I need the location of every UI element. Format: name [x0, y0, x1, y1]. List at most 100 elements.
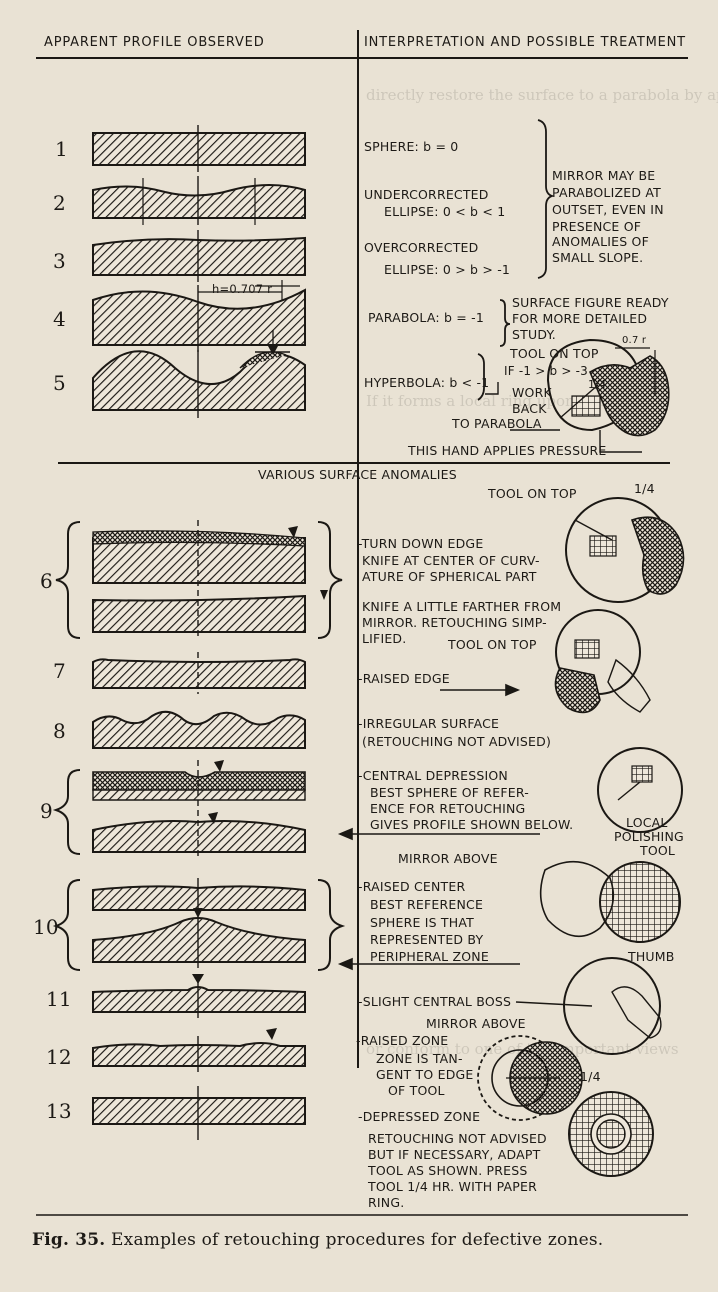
tool-on-top-label: TOOL ON TOP — [510, 346, 599, 361]
profile-number: 2 — [53, 191, 66, 215]
profile-11 — [92, 974, 306, 1018]
dep-note-line: TOOL AS SHOWN. PRESS — [368, 1163, 528, 1178]
profile-number: 9 — [40, 799, 53, 823]
condition-label: IF -1 > b > -3 — [504, 364, 588, 378]
profile-13 — [92, 1086, 306, 1140]
profile-number: 6 — [40, 569, 53, 593]
dep-note-line: RETOUCHING NOT ADVISED — [368, 1131, 547, 1146]
profile-10 — [52, 878, 346, 971]
raised-zone-label: -RAISED ZONE — [356, 1033, 449, 1048]
tangent-line: OF TOOL — [388, 1083, 445, 1098]
profile-number: 8 — [53, 719, 66, 743]
profile-number: 3 — [53, 249, 66, 273]
profile-9 — [52, 760, 306, 860]
tangent-line: GENT TO EDGE — [376, 1067, 474, 1082]
header-left: APPARENT PROFILE OBSERVED — [44, 35, 265, 50]
tool-illustration-7 — [568, 1091, 654, 1177]
tool-illustration-6 — [477, 1035, 583, 1121]
hand-tool-illustration — [485, 338, 670, 453]
boss-label: -SLIGHT CENTRAL BOSS — [358, 994, 512, 1009]
upper-brace — [477, 119, 555, 401]
profile-12 — [92, 1028, 306, 1072]
bleed-text: directly restore the surface to a parabo… — [366, 86, 718, 104]
mirror-note-line: SMALL SLOPE. — [552, 250, 644, 265]
profile-6 — [55, 520, 343, 640]
tool-illustration-3 — [597, 747, 683, 833]
mirror-above-label: MIRROR ABOVE — [426, 1016, 526, 1031]
parabola-note-line: SURFACE FIGURE READY — [512, 295, 669, 310]
mirror-note-line: OUTSET, EVEN IN — [552, 202, 664, 217]
knife-farther-line: KNIFE A LITTLE FARTHER FROM — [362, 599, 562, 614]
header-rules — [36, 30, 688, 1068]
best-ref-line: SPHERE IS THAT — [370, 915, 474, 930]
parabola-note-line: STUDY. — [512, 327, 556, 342]
hyperbola-label: HYPERBOLA: b < -1 — [364, 375, 490, 390]
profile-number: 10 — [33, 915, 59, 939]
quarter-label: 1/4 — [580, 1069, 601, 1084]
profile-number: 1 — [55, 137, 68, 161]
knife-farther-line: MIRROR. RETOUCHING SIMP- — [362, 615, 547, 630]
figure-number: Fig. 35. — [32, 1230, 106, 1250]
overcorrected-label: OVERCORRECTED — [364, 240, 479, 255]
profile-2 — [92, 176, 306, 225]
sphere-label: SPHERE: b = 0 — [364, 139, 459, 154]
profile-dimension: h=0.707 r — [212, 282, 273, 296]
profile-number: 12 — [46, 1045, 72, 1069]
pointer-arrows — [337, 683, 540, 971]
mirror-note-line: PARABOLIZED AT — [552, 185, 661, 200]
tool-illustration-2 — [554, 609, 651, 714]
section-title: VARIOUS SURFACE ANOMALIES — [258, 467, 457, 482]
profile-number: 7 — [53, 659, 66, 683]
local-tool-line: POLISHING — [614, 829, 684, 844]
profile-7 — [92, 652, 306, 694]
work-back-line: BACK — [512, 401, 547, 416]
raised-edge-label: -RAISED EDGE — [358, 671, 450, 686]
dep-note-line: RING. — [368, 1195, 405, 1210]
profile-3 — [92, 230, 306, 282]
quarter-label: 1/4 — [634, 481, 655, 496]
work-back-line: WORK — [512, 385, 552, 400]
not-advised-label: (RETOUCHING NOT ADVISED) — [362, 734, 552, 749]
measure-label: 0.7 r — [622, 335, 647, 346]
local-tool-line: LOCAL — [626, 815, 668, 830]
best-sphere-line: BEST SPHERE OF REFER- — [370, 785, 529, 800]
profile-8 — [92, 710, 306, 749]
best-sphere-line: GIVES PROFILE SHOWN BELOW. — [370, 817, 574, 832]
to-parabola-label: TO PARABOLA — [452, 416, 542, 431]
quarter-label: 1/4 — [588, 378, 607, 391]
profile-number: 4 — [53, 307, 66, 331]
knife-center-line: KNIFE AT CENTER OF CURV- — [362, 553, 540, 568]
figure-caption-text: Examples of retouching procedures for de… — [105, 1230, 604, 1250]
overcorrected-formula: ELLIPSE: 0 > b > -1 — [384, 262, 511, 277]
profile-5 — [92, 330, 306, 418]
knife-farther-line: LIFIED. — [362, 631, 407, 646]
tool-on-top-label: TOOL ON TOP — [448, 637, 537, 652]
thumb-label: THUMB — [628, 949, 675, 964]
figure-caption: Fig. 35. Examples of retouching procedur… — [32, 1230, 603, 1250]
header-right: INTERPRETATION AND POSSIBLE TREATMENT — [364, 35, 686, 50]
tool-on-top-label: TOOL ON TOP — [488, 486, 577, 501]
hand-pressure-label: THIS HAND APPLIES PRESSURE — [408, 443, 607, 458]
depressed-zone-label: -DEPRESSED ZONE — [358, 1109, 481, 1124]
profile-number: 5 — [53, 371, 66, 395]
mirror-note-line: MIRROR MAY BE — [552, 168, 656, 183]
tangent-line: ZONE IS TAN- — [376, 1051, 463, 1066]
raised-center-label: -RAISED CENTER — [358, 879, 466, 894]
profile-number: 11 — [46, 987, 72, 1011]
best-ref-line: REPRESENTED BY — [370, 932, 484, 947]
profile-4 — [92, 280, 306, 352]
dep-note-line: TOOL 1/4 HR. WITH PAPER — [368, 1179, 537, 1194]
mirror-above-label: MIRROR ABOVE — [398, 851, 498, 866]
knife-center-line: ATURE OF SPHERICAL PART — [362, 569, 537, 584]
parabola-note-line: FOR MORE DETAILED — [512, 311, 648, 326]
profile-number: 13 — [46, 1099, 72, 1123]
tool-illustration-4 — [539, 860, 681, 943]
best-ref-line: PERIPHERAL ZONE — [370, 949, 489, 964]
turn-down-label: -TURN DOWN EDGE — [358, 536, 484, 551]
mirror-note-line: ANOMALIES OF — [552, 234, 649, 249]
local-tool-line: TOOL — [640, 843, 676, 858]
irregular-label: -IRREGULAR SURFACE — [358, 716, 500, 731]
best-ref-line: BEST REFERENCE — [370, 897, 484, 912]
